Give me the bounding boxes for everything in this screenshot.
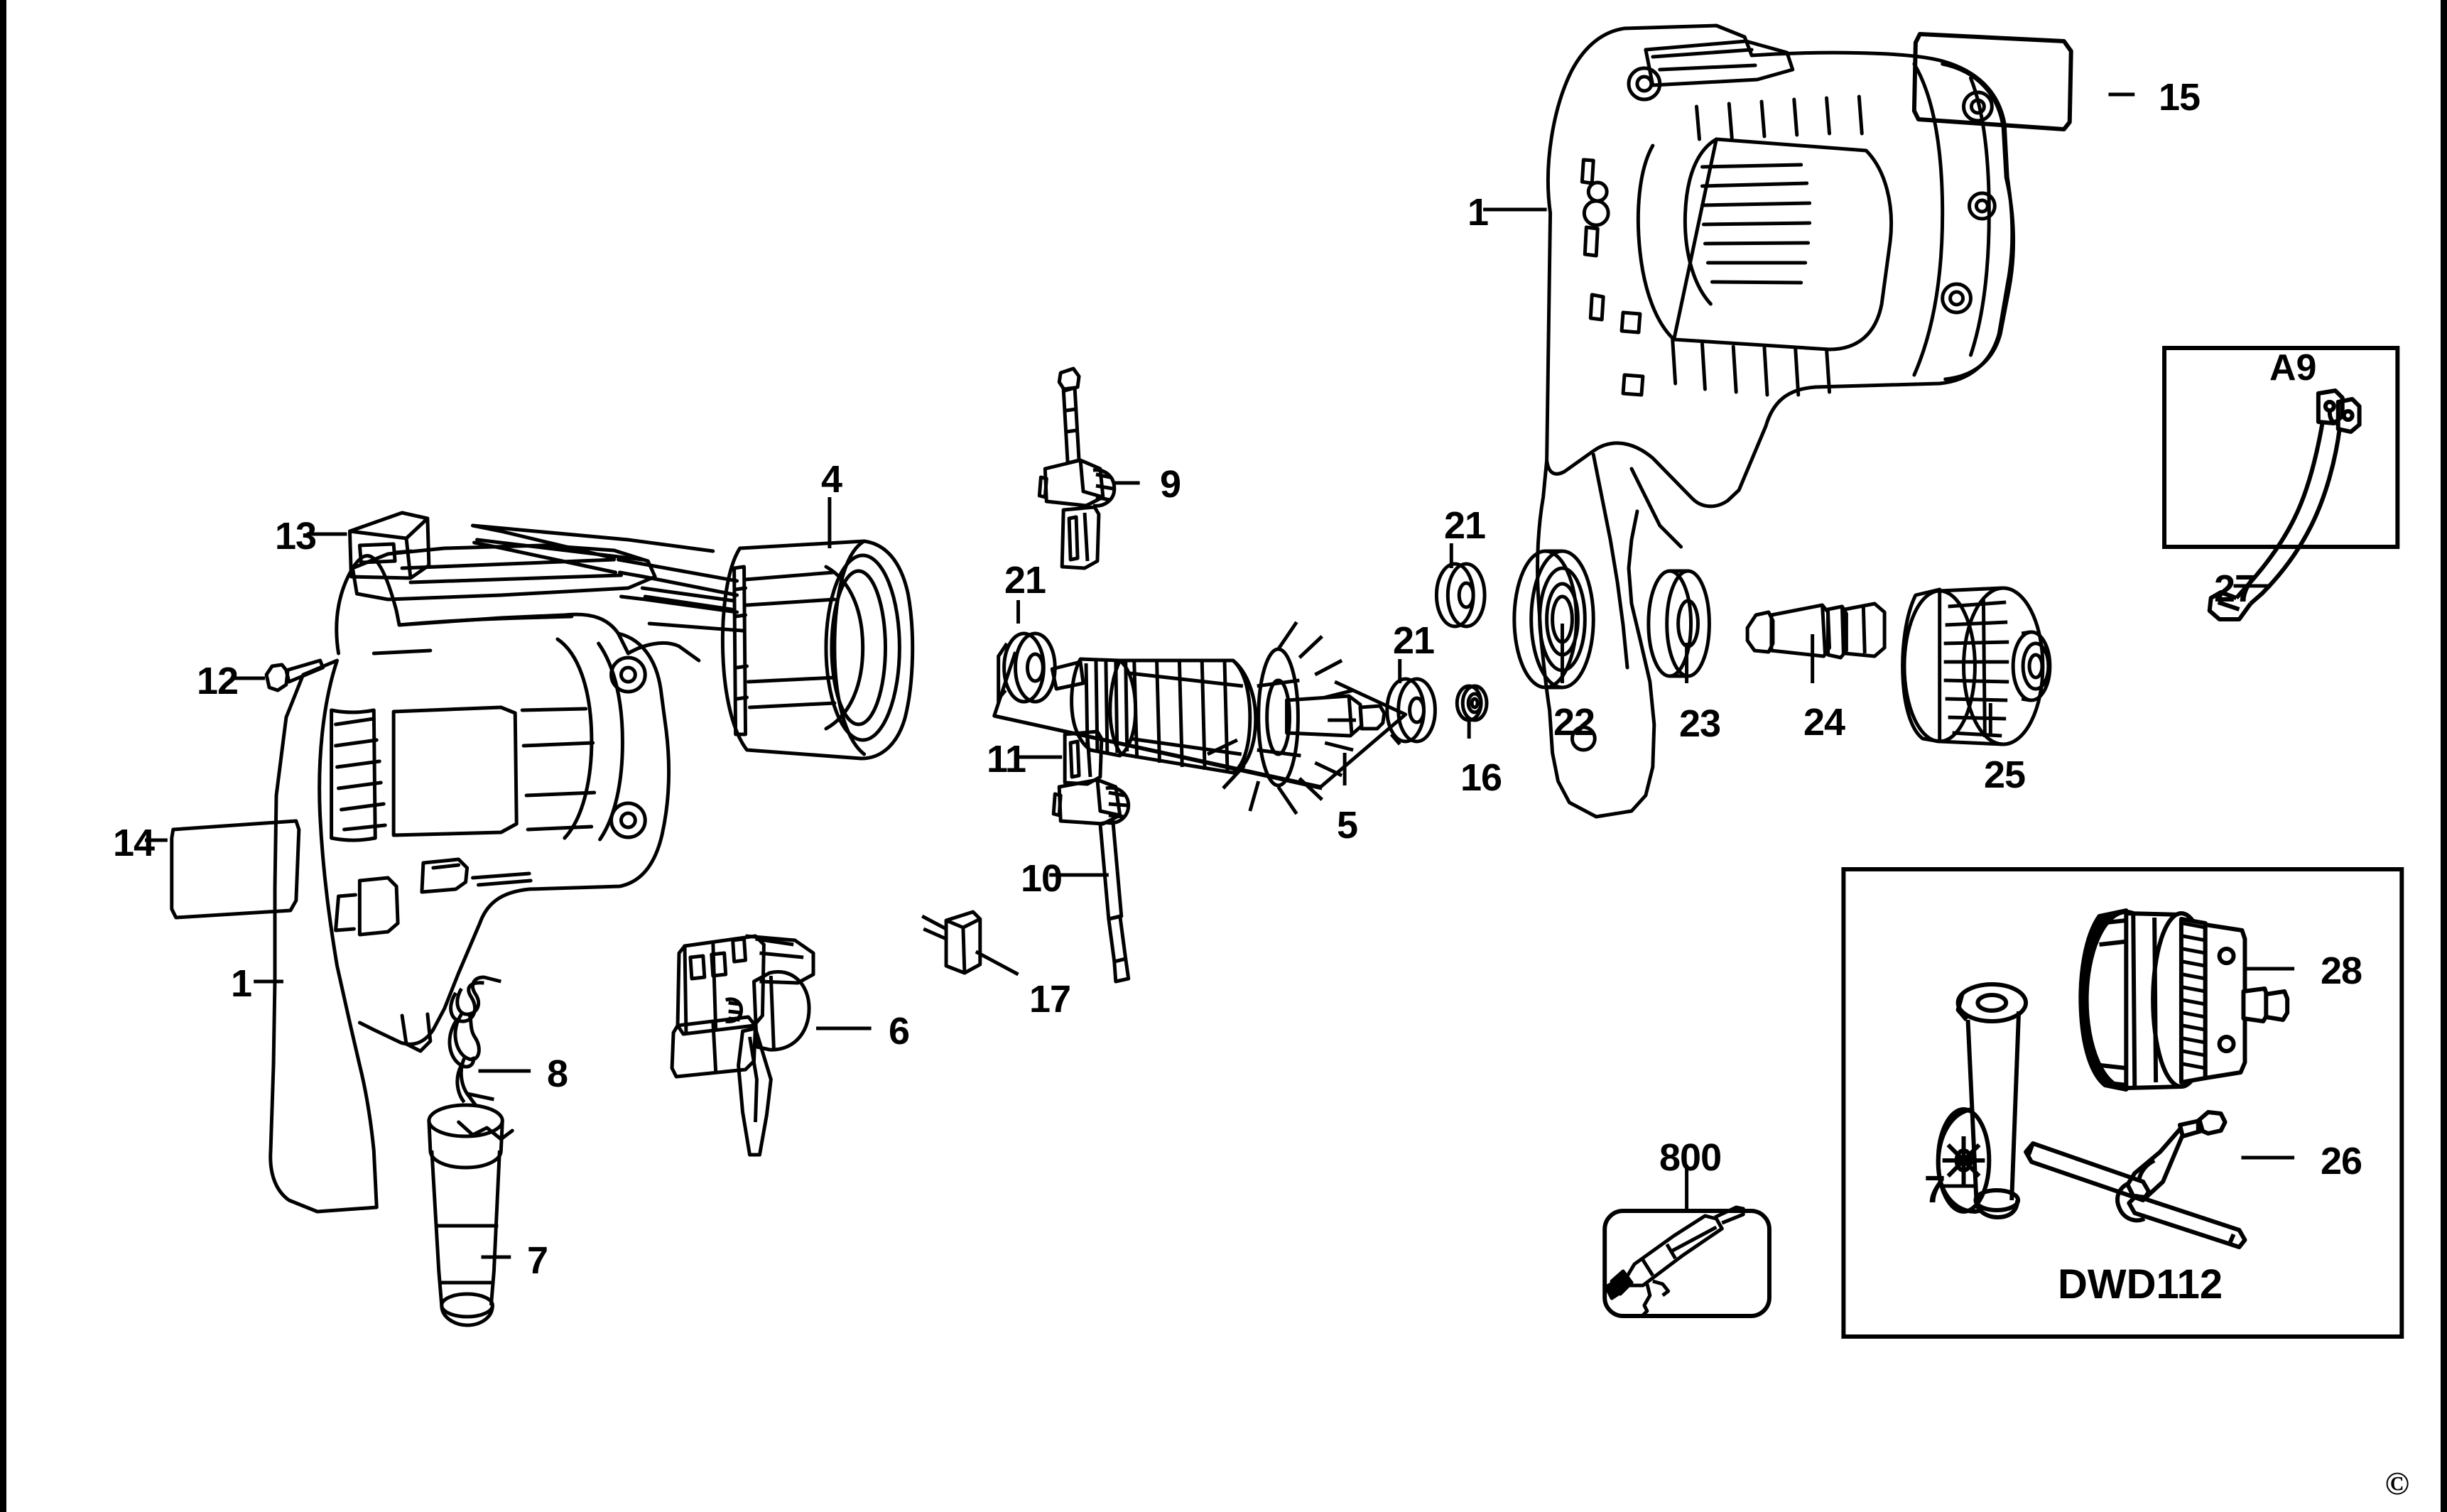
callout-grease-gun-service-kit: 800 [1659, 1136, 1722, 1179]
spindle-drawing [1745, 602, 1887, 660]
keyless-chuck-drawing [1901, 586, 2052, 746]
chuck-key-drawing [2024, 1110, 2247, 1249]
carbon-brush-upper-drawing [1037, 366, 1117, 570]
cord-protector-drawing [347, 511, 431, 580]
callout-carbon-brush-upper: 9 [1160, 463, 1181, 506]
callout-side-handle-grip: 7 [1924, 1168, 1946, 1211]
grease-gun-drawing [1604, 1205, 1745, 1317]
callout-washer-spindle: 21 [1444, 504, 1486, 547]
callout-washer-flat: 23 [1679, 702, 1721, 745]
washer-armature-rear-drawing [997, 631, 1057, 704]
callout-nameplate-label-right: 15 [2159, 76, 2201, 119]
inset-a9-title: A9 [2269, 347, 2317, 388]
inset-dwd112-box [1841, 867, 2404, 1339]
retaining-ring-drawing [1455, 684, 1489, 722]
inset-dwd112-title: DWD112 [2058, 1261, 2223, 1307]
nameplate-label-right-drawing [1911, 32, 2073, 131]
callout-housing-left-half: 1 [231, 962, 252, 1005]
diagram-artwork [144, 23, 2404, 1339]
callout-spindle: 24 [1803, 701, 1845, 744]
callout-chuck-key: 26 [2321, 1140, 2362, 1182]
callout-washer-armature-front: 21 [1393, 619, 1435, 662]
cord-clamp-wire-drawing [447, 975, 501, 1106]
callout-armature-rotor: 5 [1337, 804, 1358, 847]
callout-trigger-switch-assembly: 6 [889, 1010, 910, 1053]
dwd112-side-handle-drawing [1936, 982, 2029, 1219]
callout-housing-right-half: 1 [1467, 191, 1489, 234]
suppressor-capacitor-drawing [921, 910, 982, 975]
washer-spindle-drawing [1434, 562, 1487, 629]
callout-washer-armature-rear: 21 [1004, 559, 1046, 602]
housing-left-half-drawing [268, 543, 701, 1214]
callout-brush-holder: 11 [987, 738, 1026, 781]
callout-keyed-chuck: 28 [2321, 950, 2362, 992]
depth-stop-rod-drawing [2207, 388, 2362, 621]
callout-screw: 12 [197, 660, 239, 702]
housing-right-half-drawing [1536, 23, 2016, 819]
drill-shaft-lines [471, 523, 737, 611]
callout-suppressor-capacitor: 17 [1029, 978, 1071, 1021]
field-stator-drawing [471, 523, 915, 761]
washer-flat-drawing [1646, 569, 1711, 678]
callout-cord-clamp-wire: 8 [547, 1053, 568, 1095]
callout-nameplate-label-left: 14 [113, 822, 155, 864]
callout-cord-protector: 13 [275, 515, 317, 558]
callout-keyless-chuck: 25 [1984, 754, 2026, 796]
callout-carbon-brush-lower: 10 [1021, 857, 1063, 900]
trigger-switch-assembly-drawing [670, 934, 815, 1157]
callout-field-stator: 4 [821, 458, 842, 501]
screw-drawing [264, 658, 325, 692]
copyright-symbol: © [2384, 1465, 2409, 1501]
inset-a9-box [2162, 346, 2400, 549]
leader-suppressor-capacitor [975, 950, 1019, 977]
ball-bearing-drawing [1512, 549, 1595, 690]
leader-lines [144, 92, 2295, 1259]
nameplate-label-left-drawing [170, 819, 301, 920]
callout-side-handle-grip: 7 [527, 1239, 548, 1282]
callout-ball-bearing: 22 [1553, 701, 1595, 744]
washer-armature-front-drawing [1385, 677, 1437, 746]
callout-retaining-ring: 16 [1460, 756, 1502, 799]
carbon-brush-lower-drawing [1051, 778, 1131, 984]
side-handle-grip-drawing [427, 1103, 504, 1327]
callout-depth-stop-rod: 27 [2214, 567, 2256, 610]
armature-rotor-drawing [992, 621, 1408, 815]
keyed-chuck-drawing [2078, 908, 2290, 1092]
